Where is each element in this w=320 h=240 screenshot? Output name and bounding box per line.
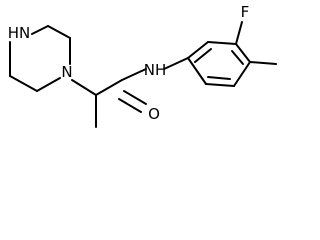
- bond-ring-4: [233, 61, 251, 87]
- bond-ring-6: [187, 57, 207, 85]
- atom-label-nh-piperazine: HN: [8, 24, 31, 42]
- bond-carbonyl-nh: [121, 68, 147, 81]
- propanamide-chain: [71, 57, 189, 128]
- chemical-structure: HN N NH F O: [8, 3, 277, 128]
- bond-carbonyl-o-1: [123, 90, 147, 105]
- bond-nh-ch2-right: [31, 25, 49, 35]
- substituents: [235, 21, 277, 65]
- bond-ch2-ch2-right: [47, 25, 71, 39]
- bond-n-ch2-left: [36, 77, 61, 92]
- atom-label-nh-amide: NH: [144, 61, 167, 79]
- bond-ring-2: [207, 41, 237, 45]
- piperazine-ring: [9, 25, 71, 92]
- atom-label-fluorine: F: [241, 3, 250, 21]
- bond-ring-1-inner: [194, 48, 212, 63]
- bond-ring-3-inner: [231, 50, 244, 65]
- bond-c-f: [235, 21, 243, 45]
- bond-ring-5-inner: [207, 76, 231, 80]
- bond-ring-1: [187, 41, 209, 59]
- bond-n-ch: [71, 79, 97, 96]
- bond-carbonyl-o-2: [118, 98, 142, 113]
- bond-ch-carbonyl: [95, 79, 123, 96]
- atom-label-n-piperazine: N: [61, 63, 72, 81]
- bond-nh-aryl: [163, 57, 189, 70]
- bond-c-methyl: [249, 61, 277, 65]
- bond-ring-5: [205, 83, 235, 87]
- bond-ch2-ch2-left: [9, 75, 38, 92]
- phenyl-ring: [187, 41, 251, 87]
- bond-ring-3: [235, 43, 251, 63]
- atom-label-oxygen: O: [148, 105, 160, 123]
